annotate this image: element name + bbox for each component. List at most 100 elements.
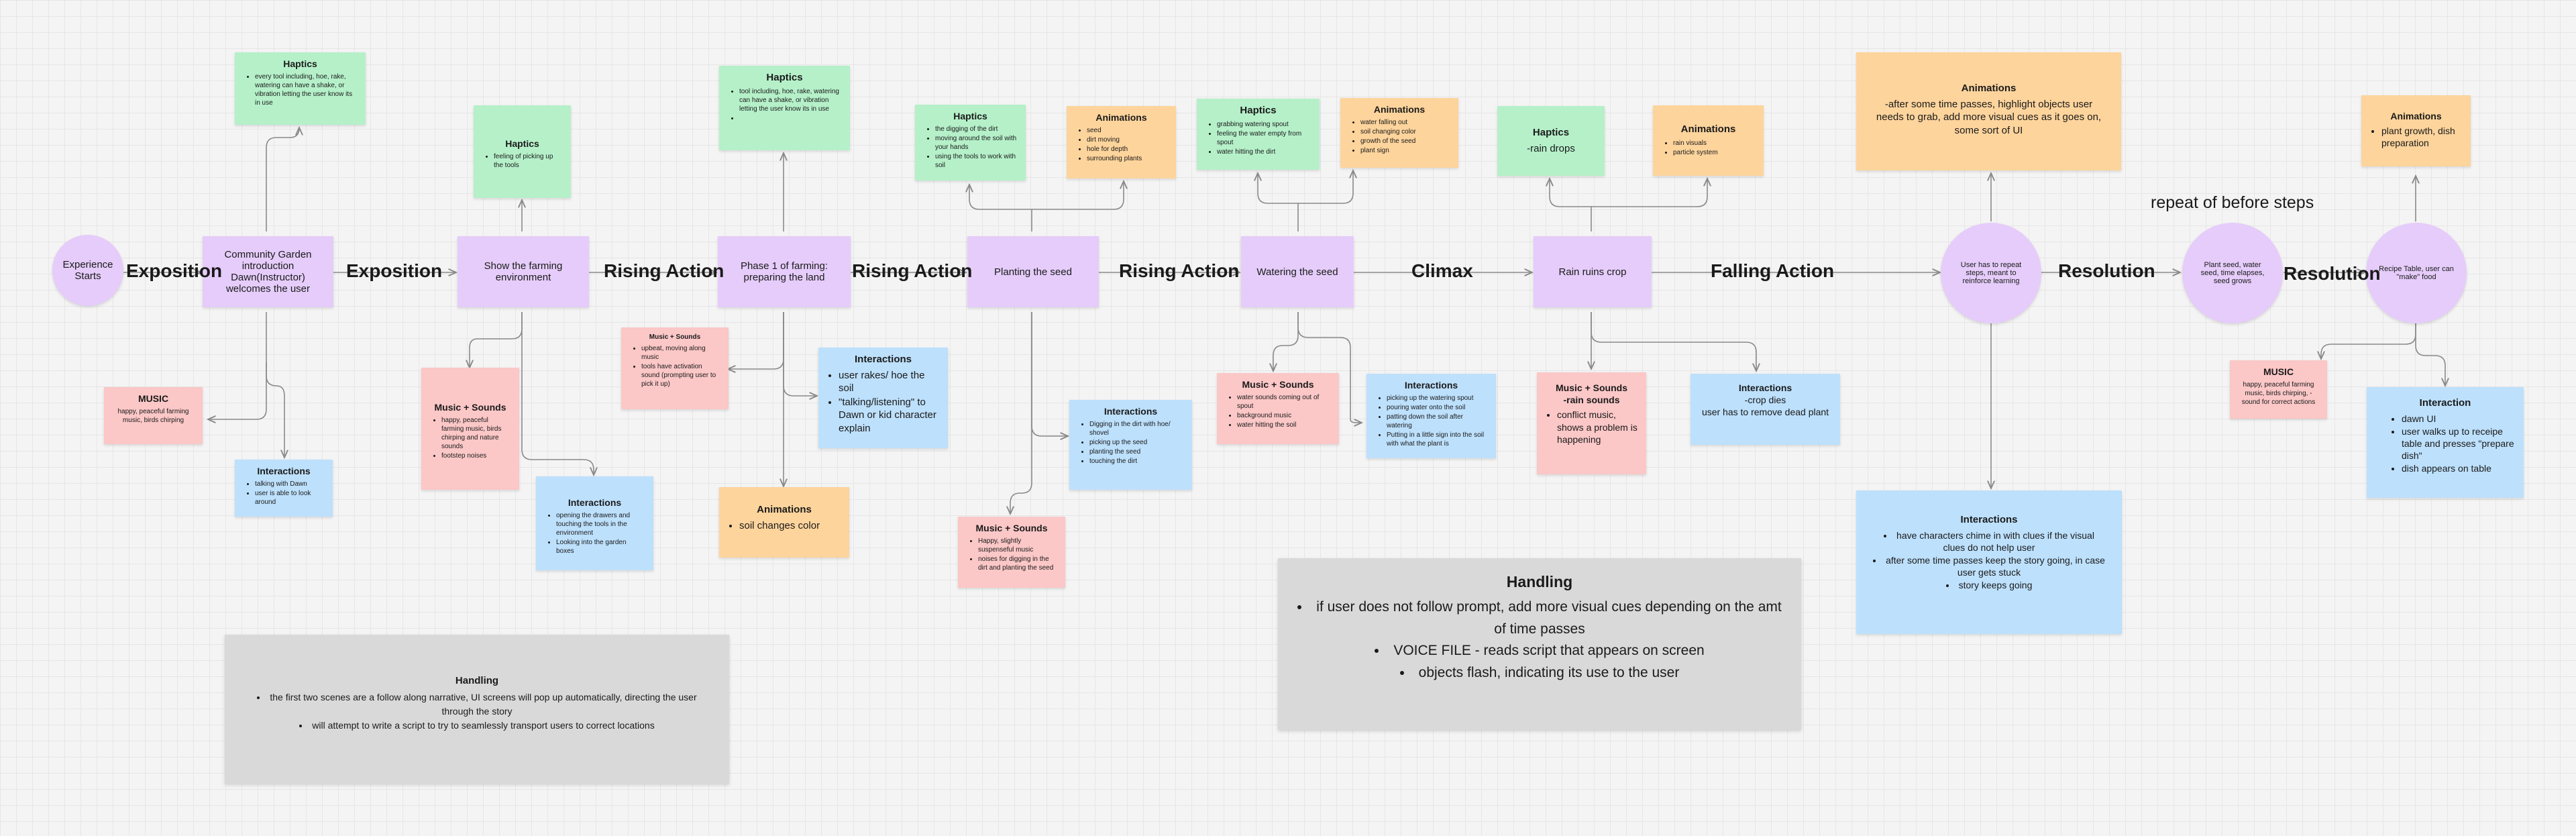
arc-label-resolution: Resolution [2284, 263, 2381, 284]
note-item: every tool including, hoe, rake, waterin… [255, 72, 358, 107]
note-title: MUSIC [2263, 366, 2294, 377]
note-item: water hitting the dirt [1217, 148, 1311, 156]
interactions-note: Interactions talking with Dawn user is a… [235, 460, 333, 517]
note-item: hole for depth [1087, 145, 1168, 154]
arc-label-rising-action: Rising Action [604, 260, 724, 281]
haptics-note: Haptics grabbing watering spout feeling … [1197, 99, 1320, 170]
note-item: planting the seed [1089, 448, 1184, 456]
note-title: Music + Sounds [649, 333, 701, 341]
note-title: Animations [1961, 83, 2017, 94]
note-title: Haptics [283, 58, 317, 69]
note-item [739, 114, 842, 123]
note-item: footstep noises [441, 452, 511, 460]
note-item: dawn UI [2402, 413, 2516, 425]
interactions-note: Interaction dawn UI user walks up to rec… [2367, 387, 2524, 498]
note-item: "talking/listening" to Dawn or kid chara… [839, 396, 940, 435]
note-item: feeling of picking up the tools [494, 152, 563, 170]
note-title: Handling [1506, 573, 1573, 590]
note-item: background music [1237, 411, 1331, 420]
arc-label-falling-action: Falling Action [1711, 260, 1835, 281]
note-title: Interactions [1104, 406, 1158, 417]
stage-planting-seed: Planting the seed [967, 236, 1099, 307]
note-item: picking up the seed [1089, 438, 1184, 447]
note-item: feeling the water empty from spout [1217, 129, 1311, 147]
arc-label-rising-action: Rising Action [1119, 260, 1240, 281]
music-note: Music + Sounds upbeat, moving along musi… [621, 327, 729, 409]
stage-farming-environment: Show the farming environment [458, 236, 589, 307]
music-note: Music + Sounds Happy, slightly suspensef… [958, 517, 1065, 588]
interactions-note: Interactions picking up the watering spo… [1366, 374, 1496, 458]
note-item: growth of the seed [1360, 137, 1450, 146]
note-title: Interactions [257, 466, 311, 476]
note-title: Animations [1373, 104, 1426, 115]
note-text: -crop dies [1744, 395, 1786, 406]
note-title: Handling [455, 675, 499, 686]
note-item: using the tools to work with soil [935, 152, 1018, 170]
arc-label-climax: Climax [1411, 260, 1473, 281]
note-text: user has to remove dead plant [1701, 407, 1829, 418]
animations-note: Animations -after some time passes, high… [1856, 52, 2121, 170]
stage-community-garden: Community Garden introduction Dawn(Instr… [203, 236, 333, 307]
handling-note: Handling if user does not follow prompt,… [1278, 558, 1801, 730]
note-title: Interactions [854, 354, 912, 365]
stage-repeat-steps: User has to repeat steps, meant to reinf… [1941, 223, 2041, 323]
note-title: Music + Sounds [975, 523, 1048, 533]
stage-rain-ruins-crop: Rain ruins crop [1534, 236, 1652, 307]
music-note: Music + Sounds water sounds coming out o… [1217, 373, 1339, 444]
note-text: happy, peaceful farming music, birds chi… [2241, 381, 2316, 407]
stage-plant-seed-cycle: Plant seed, water seed, time elapses, se… [2182, 223, 2283, 323]
note-item: dirt moving [1087, 136, 1168, 144]
arc-label-rising-action: Rising Action [852, 260, 973, 281]
note-title: Haptics [766, 72, 803, 83]
note-item: have characters chime in with clues if t… [1872, 529, 2106, 554]
interactions-note: Interactions -crop dies user has to remo… [1690, 374, 1840, 445]
note-title: Interactions [1960, 514, 2018, 525]
note-item: VOICE FILE - reads script that appears o… [1294, 640, 1785, 662]
note-title: MUSIC [138, 393, 169, 404]
music-note: MUSIC happy, peaceful farming music, bir… [104, 387, 203, 444]
interactions-note: Interactions have characters chime in wi… [1856, 490, 2122, 634]
note-title: Haptics [953, 111, 987, 121]
note-title: Interactions [1404, 380, 1458, 390]
interactions-note: Interactions Digging in the dirt with ho… [1069, 400, 1192, 490]
arc-label-exposition: Exposition [346, 260, 443, 281]
note-item: user is able to look around [255, 489, 325, 507]
note-title: Animations [757, 504, 812, 515]
arc-label-resolution: Resolution [2058, 260, 2155, 281]
note-text: -rain drops [1527, 142, 1575, 154]
note-item: if user does not follow prompt, add more… [1294, 596, 1785, 640]
note-title: Animations [1680, 123, 1736, 135]
interactions-note: Interactions opening the drawers and tou… [536, 476, 653, 570]
note-item: Putting in a little sign into the soil w… [1387, 431, 1488, 448]
note-item: after some time passes keep the story go… [1872, 554, 2106, 578]
note-item: water falling out [1360, 118, 1450, 127]
note-text: happy, peaceful farming music, birds chi… [117, 408, 189, 425]
note-title: Music + Sounds [1242, 379, 1314, 390]
haptics-note: Haptics feeling of picking up the tools [474, 105, 571, 198]
note-item: objects flash, indicating its use to the… [1294, 662, 1785, 684]
note-item: tool including, hoe, rake, watering can … [739, 87, 842, 113]
note-item: pouring water onto the soil [1387, 403, 1488, 412]
stage-recipe-table: Recipe Table, user can "make" food [2366, 223, 2467, 323]
note-title: Animations [2390, 111, 2442, 121]
note-item: patting down the soil after watering [1387, 413, 1488, 430]
animations-note: Animations water falling out soil changi… [1340, 98, 1458, 168]
note-item: touching the dirt [1089, 457, 1184, 466]
note-item: Looking into the garden boxes [556, 538, 645, 556]
note-item: surrounding plants [1087, 154, 1168, 163]
note-item: tools have activation sound (prompting u… [641, 362, 720, 388]
note-title: Music + Sounds [434, 402, 506, 413]
note-item: opening the drawers and touching the too… [556, 511, 645, 537]
animations-note: Animations seed dirt moving hole for dep… [1067, 106, 1176, 178]
note-item: story keeps going [1872, 579, 2106, 591]
stage-phase-1: Phase 1 of farming: preparing the land [718, 236, 851, 307]
repeat-note: repeat of before steps [2151, 193, 2314, 212]
note-text: -after some time passes, highlight objec… [1876, 98, 2102, 136]
note-item: soil changing color [1360, 127, 1450, 136]
note-item: noises for digging in the dirt and plant… [978, 555, 1057, 572]
note-text: -rain sounds [1563, 395, 1620, 406]
note-title: Animations [1095, 112, 1147, 123]
note-item: will attempt to write a script to try to… [241, 719, 713, 733]
haptics-note: Haptics the digging of the dirt moving a… [915, 105, 1026, 180]
arc-label-exposition: Exposition [126, 260, 223, 281]
